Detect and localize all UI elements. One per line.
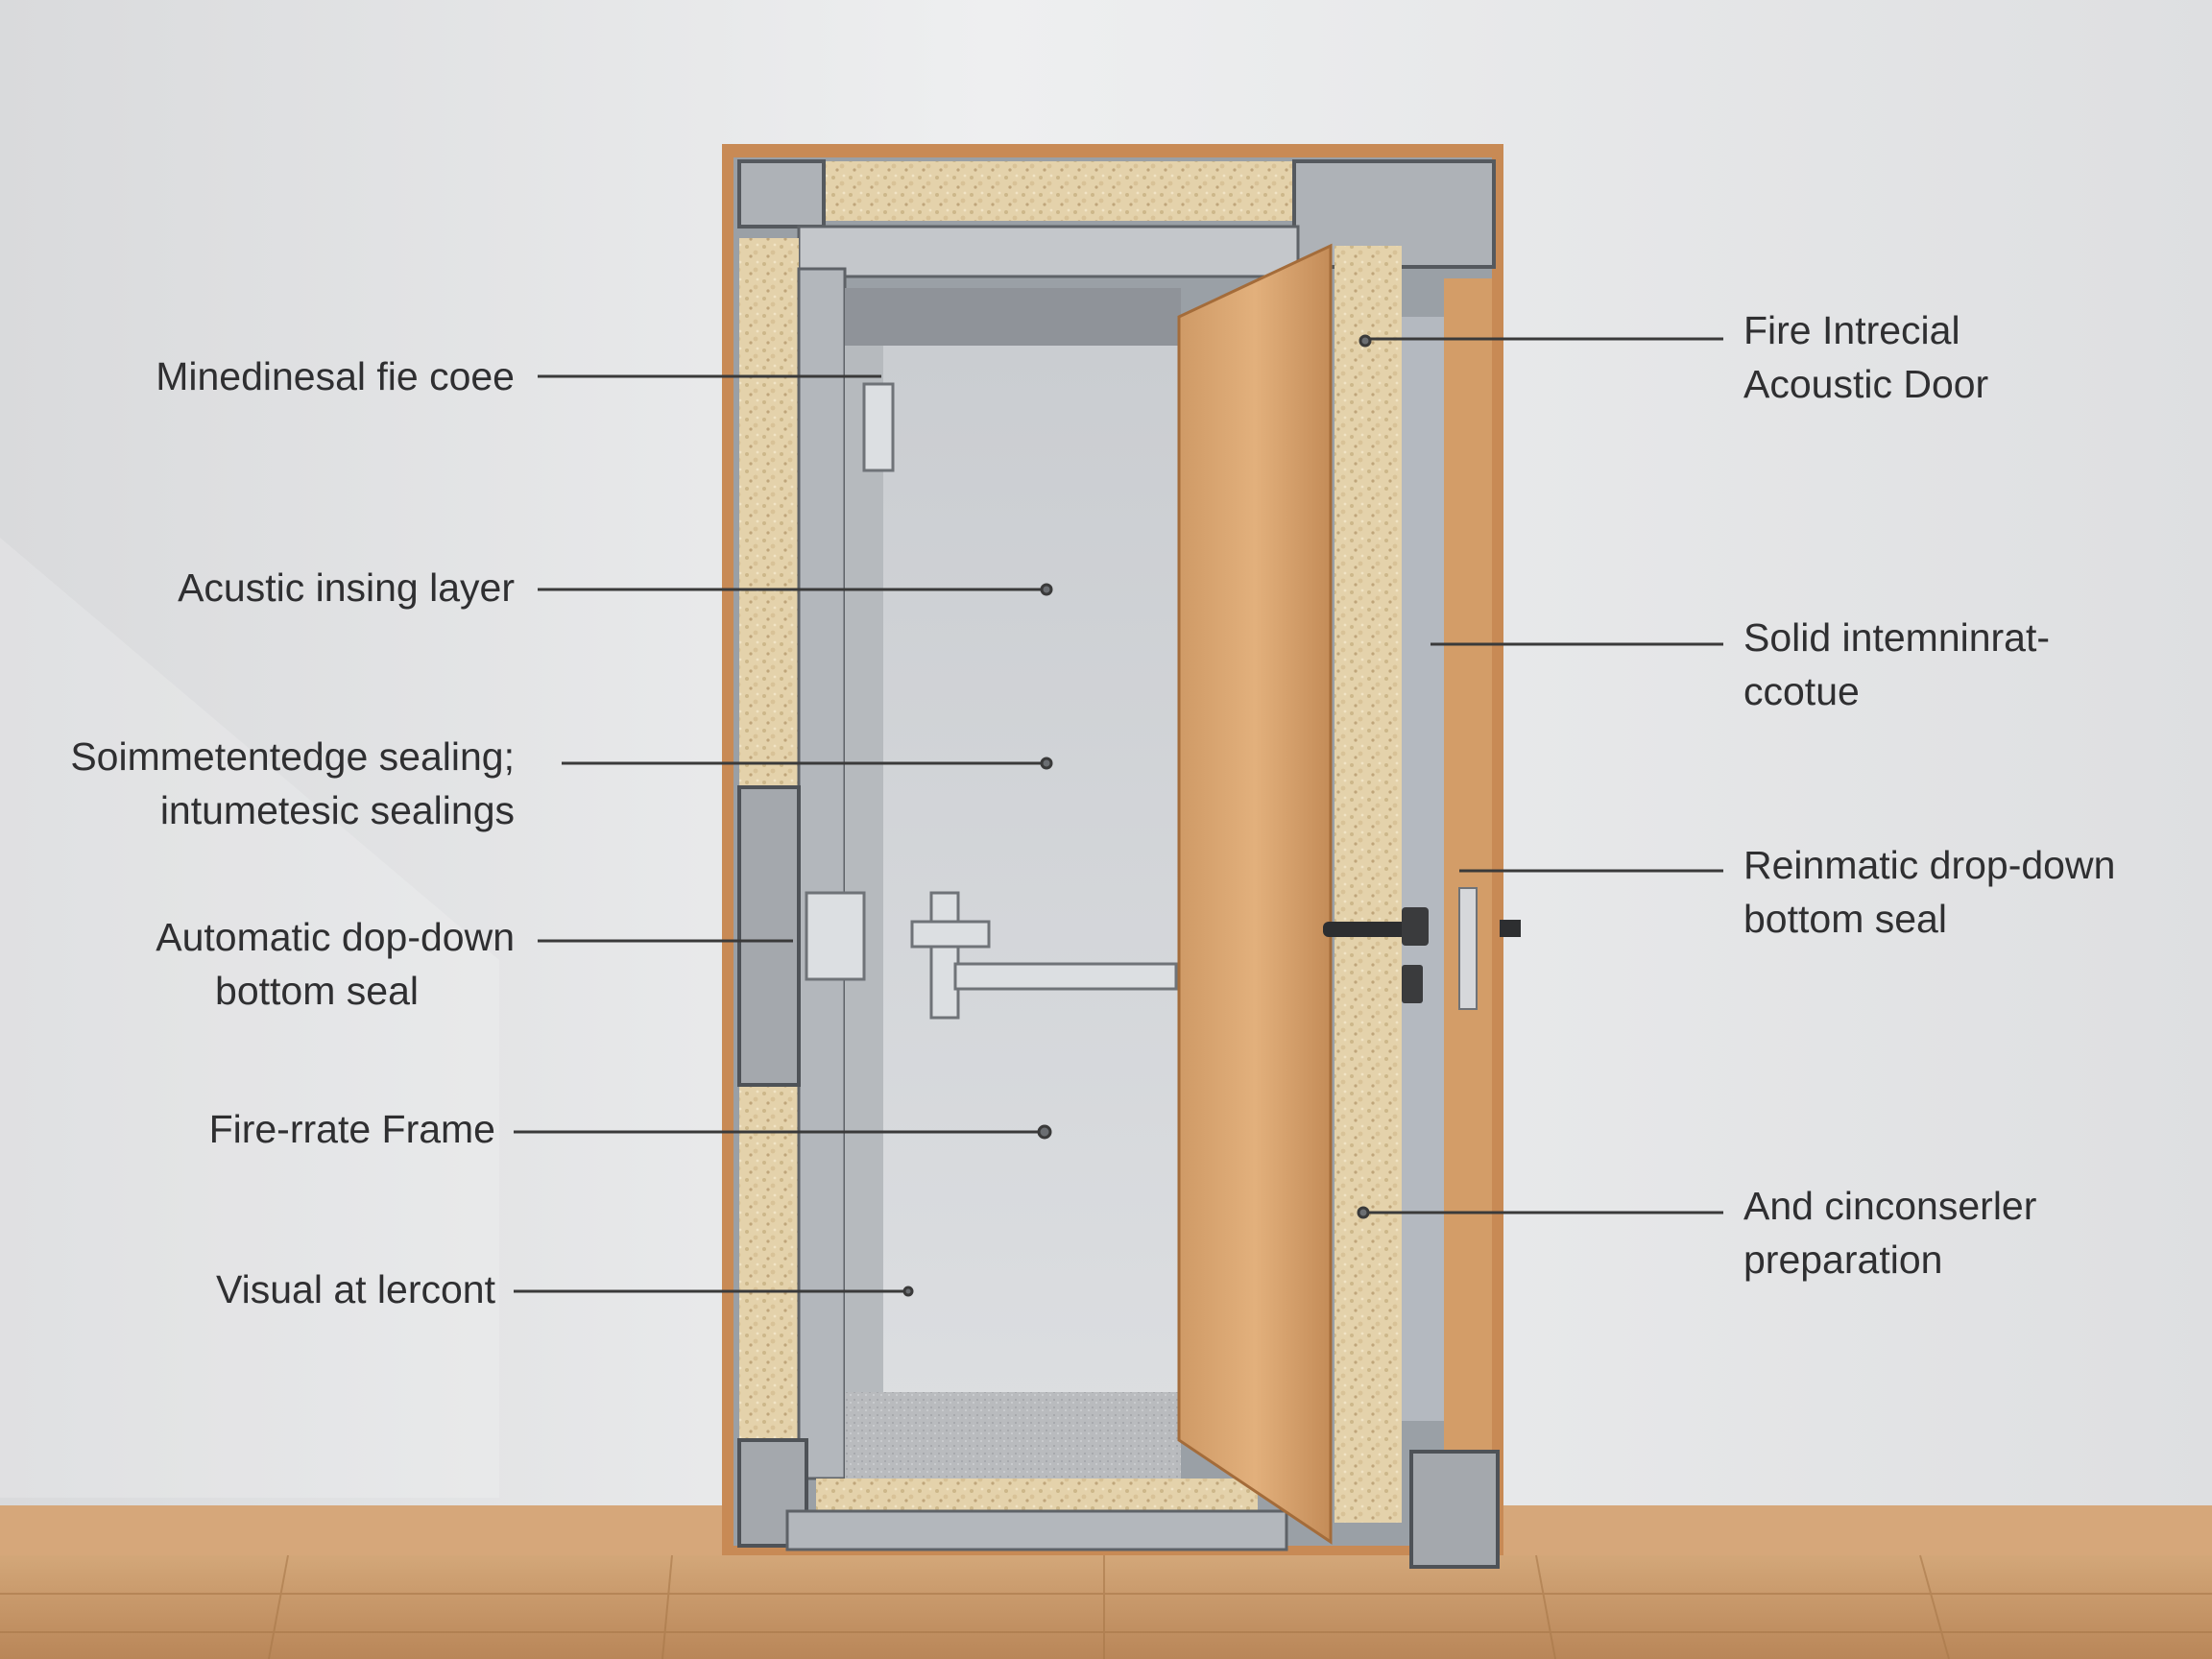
right-jamb-core [1334, 246, 1402, 1523]
skirting-board-right [1503, 1505, 2212, 1555]
left-jamb-steel [797, 267, 847, 1480]
floor [0, 1555, 2212, 1659]
label-edge-sealing: Soimmetentedge sealing; intumetesic seal… [70, 730, 515, 837]
label-solid-core: Solid intemninrat- ccotue [1743, 611, 2050, 718]
door-opening [845, 288, 1181, 1421]
label-line: Fire-rrate Frame [208, 1107, 495, 1151]
interior-carpet [845, 1392, 1181, 1479]
left-profile-block [737, 785, 801, 1087]
top-steel-profile [737, 159, 826, 228]
label-line: Automatic dop-down [156, 915, 515, 959]
label-title: Fire Intrecial Acoustic Door [1743, 303, 1988, 411]
label-line: intumetesic sealings [159, 788, 515, 832]
label-acoustic-layer: Acustic insing layer [178, 561, 515, 614]
label-line: preparation [1743, 1238, 1943, 1282]
label-line: Minedinesal fie coee [156, 354, 515, 398]
top-rail [797, 225, 1300, 278]
label-line: Visual at lercont [216, 1267, 495, 1311]
label-line: Acustic insing layer [178, 565, 515, 610]
label-line: Solid intemninrat- [1743, 615, 2051, 660]
label-line: And cinconserler [1743, 1184, 2037, 1228]
label-line: bottom seal [1743, 897, 1947, 941]
leader-lines [514, 334, 1723, 1297]
right-jamb-steel [1402, 317, 1444, 1421]
bottom-threshold-steel [785, 1509, 1288, 1551]
label-auto-seal-right: Reinmatic drop-down bottom seal [1743, 838, 2115, 946]
door-leaf [1177, 243, 1333, 1545]
interior-hardware [805, 382, 1178, 1020]
floor-planks [0, 1554, 2212, 1659]
lever-handle [1323, 887, 1521, 1010]
bottom-threshold-core [816, 1479, 1258, 1511]
door-assembly [722, 144, 1521, 1569]
right-jamb-wood [1444, 278, 1492, 1450]
right-bottom-profile [1409, 1450, 1500, 1569]
label-closer-prep: And cinconserler preparation [1743, 1179, 2036, 1286]
label-line: ccotue [1743, 669, 1860, 713]
interior-side-wall [845, 346, 883, 1392]
label-auto-seal-left: Automatic dop-down bottom seal [156, 910, 515, 1018]
label-line: Acoustic Door [1743, 362, 1989, 406]
label-line: bottom seal [215, 969, 419, 1013]
label-line: Reinmatic drop-down [1743, 843, 2116, 887]
label-line: Fire Intrecial [1743, 308, 1960, 352]
label-fire-frame: Fire-rrate Frame [209, 1102, 495, 1156]
label-mineral-core: Minedinesal fie coee [156, 349, 515, 403]
label-line: Soimmetentedge sealing; [70, 734, 515, 779]
light-beam [0, 538, 499, 1498]
skirting-board-left [0, 1505, 730, 1555]
interior-ceiling [845, 288, 1181, 346]
top-core [824, 161, 1294, 221]
label-visual-contact: Visual at lercont [216, 1262, 495, 1316]
